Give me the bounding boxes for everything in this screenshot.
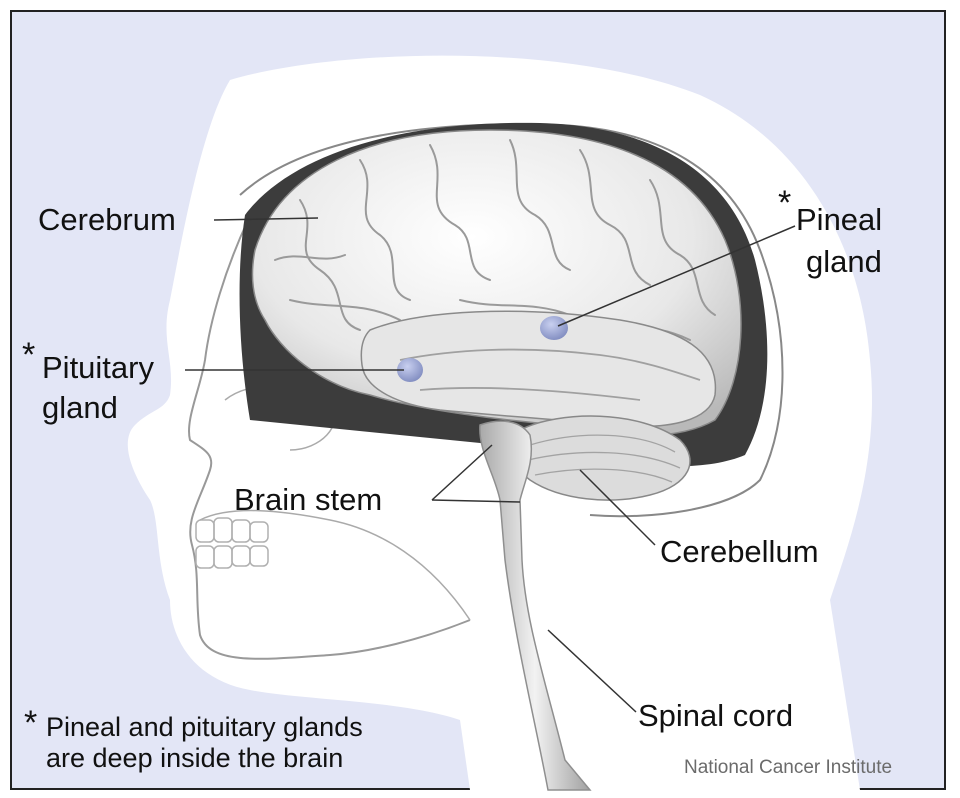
- footnote-line2: are deep inside the brain: [46, 743, 344, 773]
- label-spinal-cord: Spinal cord: [638, 698, 794, 733]
- pineal-gland-marker: [540, 316, 568, 340]
- pineal-leader: [557, 225, 796, 327]
- label-cerebellum: Cerebellum: [660, 534, 819, 569]
- footnote-line1: Pineal and pituitary glands: [46, 712, 363, 742]
- temporal-folds: [399, 348, 701, 401]
- label-pineal-line2: gland: [806, 244, 882, 279]
- footnote-asterisk: *: [24, 704, 38, 742]
- label-pituitary-line2: gland: [42, 390, 118, 425]
- brain-stem-leader-lower: [431, 499, 521, 503]
- brain-stem-leader-upper: [431, 444, 493, 501]
- label-brain-stem: Brain stem: [234, 482, 383, 517]
- label-pituitary-line1: Pituitary: [42, 350, 154, 385]
- skull-outline: [239, 123, 784, 518]
- brain-stem-shape: [479, 420, 592, 791]
- jaw-outline: [199, 509, 471, 621]
- spinal-cord-leader: [547, 629, 637, 713]
- pituitary-gland-marker: [397, 358, 423, 382]
- teeth: [195, 517, 269, 569]
- cerebellum-leader: [579, 469, 656, 546]
- face-outline: [188, 219, 471, 660]
- leader-lines: [185, 217, 796, 713]
- pineal-asterisk: *: [778, 184, 792, 222]
- label-pineal-line1: Pineal: [796, 202, 883, 237]
- cerebrum-leader: [213, 217, 319, 221]
- cerebellum-folds: [527, 434, 681, 483]
- credit-text: National Cancer Institute: [684, 757, 893, 778]
- label-cerebrum: Cerebrum: [38, 202, 176, 237]
- pituitary-asterisk: *: [22, 336, 36, 374]
